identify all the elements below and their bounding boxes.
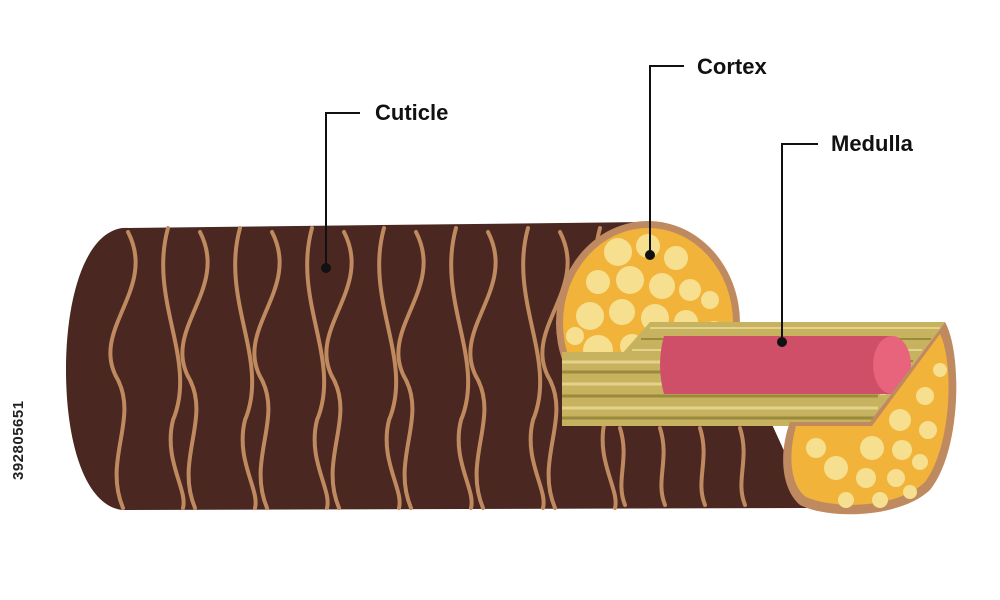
cuticle-scale-line	[233, 226, 258, 510]
medulla	[660, 336, 911, 394]
medulla-dot	[777, 337, 787, 347]
cortex-cell	[856, 468, 876, 488]
cortex-cell	[586, 270, 610, 294]
cuticle-scale-line	[521, 226, 546, 510]
cortex-cell	[576, 302, 604, 330]
cortex-cell	[919, 421, 937, 439]
cortex-cell	[887, 469, 905, 487]
cuticle-dot	[321, 263, 331, 273]
cortex-cell	[679, 279, 701, 301]
cuticle-scale-line	[738, 426, 747, 507]
cortex-cell	[903, 485, 917, 499]
cuticle-scale-line	[305, 226, 330, 510]
cuticle-leader	[325, 112, 360, 266]
cortex-cell	[566, 327, 584, 345]
cortex-leader	[649, 65, 684, 253]
cuticle-scale-line	[396, 230, 426, 510]
leader-dots	[321, 250, 787, 347]
cortex-cell	[609, 299, 635, 325]
cuticle-scale-line	[324, 230, 354, 510]
cortex-cell	[916, 387, 934, 405]
cuticle-scale-line	[161, 226, 186, 510]
cuticle-scale-line	[108, 230, 138, 510]
stock-id-text: 392805651	[10, 400, 27, 480]
cortex-cell	[824, 456, 848, 480]
cuticle-scale-line	[449, 226, 474, 510]
medulla-leader	[781, 143, 818, 340]
cortex-cell	[649, 273, 675, 299]
cuticle-scale-line	[252, 230, 282, 510]
cuticle-scale-line	[377, 226, 402, 510]
cortex-cell	[806, 438, 826, 458]
medulla-end-cap	[873, 336, 911, 394]
cuticle-scale-line	[180, 230, 210, 510]
cortex-cell	[616, 266, 644, 294]
cuticle-scale-line	[698, 426, 707, 507]
cortex-label: Cortex	[697, 54, 767, 79]
cortex-cells-lower	[806, 363, 947, 508]
cortex-cell	[701, 291, 719, 309]
cuticle-scale-line	[468, 230, 498, 510]
cortex-cell	[933, 363, 947, 377]
lower-cross-section	[783, 322, 957, 515]
leader-lines	[325, 65, 818, 340]
cuticle-scale-line	[658, 426, 667, 507]
cortex-cell	[860, 436, 884, 460]
medulla-core	[660, 336, 892, 394]
medulla-label: Medulla	[831, 131, 913, 156]
cortex-cell	[872, 492, 888, 508]
cortex-cell	[892, 440, 912, 460]
cortex-cell	[664, 246, 688, 270]
cortex-dot	[645, 250, 655, 260]
cuticle-label: Cuticle	[375, 100, 449, 125]
cortex-cell	[838, 492, 854, 508]
cortex-cell	[912, 454, 928, 470]
cortex-cell	[889, 409, 911, 431]
cuticle-scale-line	[618, 426, 627, 507]
cortex-cell	[604, 238, 632, 266]
